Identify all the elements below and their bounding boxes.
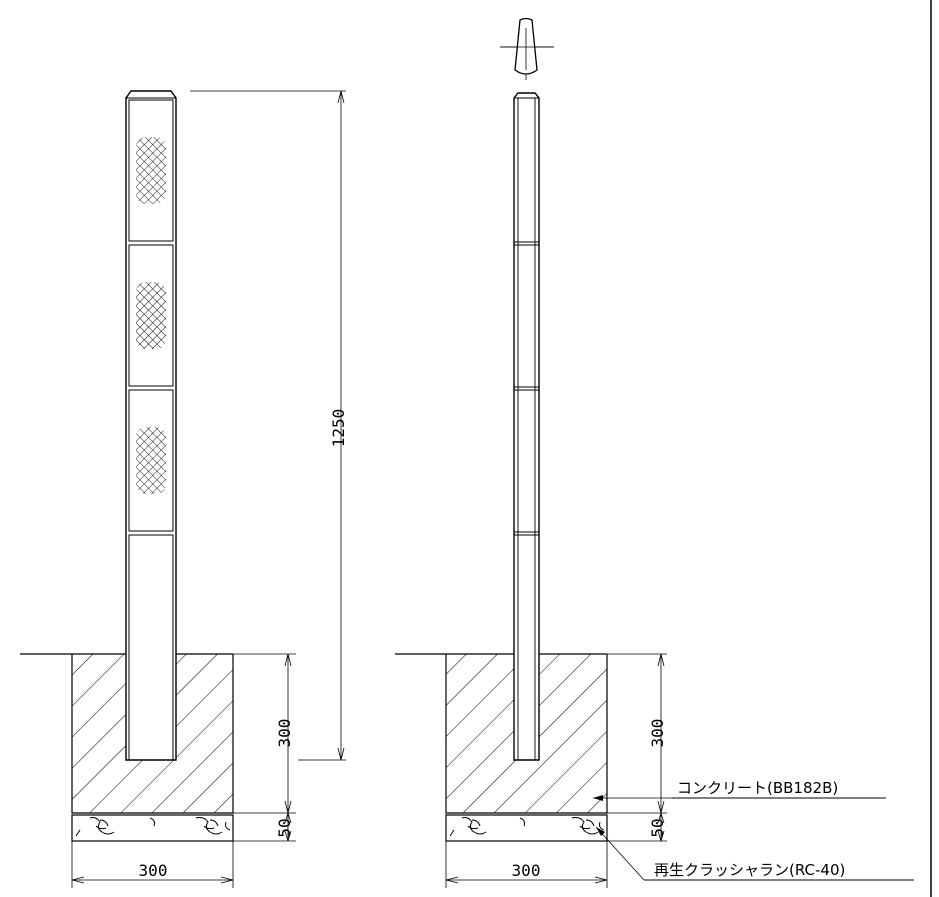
front-base-dimension: 50 bbox=[233, 812, 296, 842]
side-view: 300 50 300 コンクリート(BB182B) bbox=[395, 17, 914, 888]
front-width-dimension: 300 bbox=[71, 841, 234, 888]
front-embed-dimension: 300 bbox=[233, 653, 296, 814]
front-reflector-2 bbox=[136, 282, 166, 349]
front-post bbox=[125, 90, 177, 761]
front-base-dim-label: 50 bbox=[275, 818, 294, 837]
side-base-dim-label: 50 bbox=[648, 818, 667, 837]
side-embed-dim-label: 300 bbox=[648, 719, 667, 748]
side-base-dimension: 50 bbox=[607, 812, 667, 842]
side-top-section-symbol bbox=[500, 17, 554, 80]
front-panel-4 bbox=[128, 534, 174, 761]
side-embed-dimension: 300 bbox=[607, 653, 667, 814]
concrete-label: コンクリート(BB182B) bbox=[677, 779, 838, 797]
front-panel-3 bbox=[128, 389, 174, 532]
front-height-dimension: 1250 bbox=[190, 90, 348, 761]
crusher-run-leader: 再生クラッシャラン(RC-40) bbox=[595, 826, 914, 881]
front-reflector-3 bbox=[136, 427, 166, 494]
front-panel-1 bbox=[128, 99, 174, 242]
front-embed-dim-label: 300 bbox=[275, 719, 294, 748]
front-panel-2 bbox=[128, 244, 174, 387]
side-width-dim-label: 300 bbox=[512, 861, 541, 880]
side-width-dimension: 300 bbox=[445, 841, 608, 888]
crusher-run-label: 再生クラッシャラン(RC-40) bbox=[654, 861, 845, 879]
front-view: 1250 300 50 300 bbox=[20, 90, 348, 888]
front-reflector-1 bbox=[136, 137, 166, 204]
front-crusher-run-base bbox=[71, 814, 234, 842]
side-post bbox=[513, 92, 540, 761]
side-crusher-run-base bbox=[445, 814, 608, 842]
front-height-dim-label: 1250 bbox=[329, 409, 348, 448]
concrete-leader: コンクリート(BB182B) bbox=[593, 779, 886, 801]
front-width-dim-label: 300 bbox=[139, 861, 168, 880]
